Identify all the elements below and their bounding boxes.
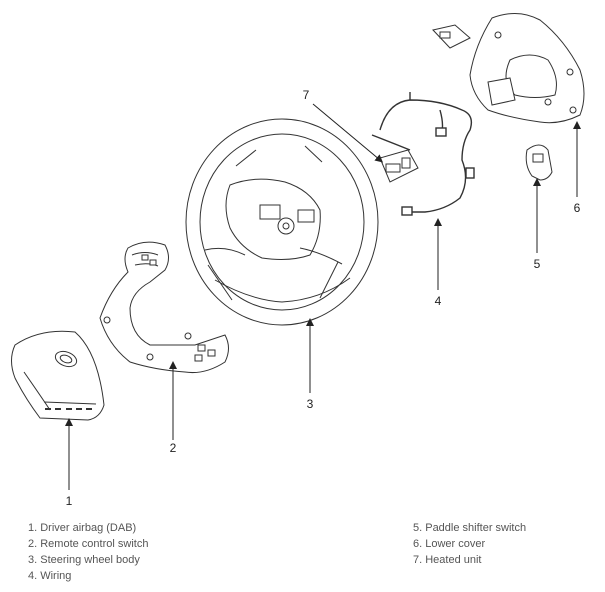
wiring-part <box>371 92 475 216</box>
legend-item: 5. Paddle shifter switch <box>413 522 527 534</box>
legend-item: 6. Lower cover <box>413 538 486 550</box>
callout-4: 4 <box>435 294 442 308</box>
legend-right: 5. Paddle shifter switch 6. Lower cover … <box>413 520 526 568</box>
legend-item: 1. Driver airbag (DAB) <box>28 522 137 534</box>
callout-1: 1 <box>66 494 73 508</box>
remote-control-switch-part <box>99 241 229 373</box>
steering-wheel-body-part <box>185 118 379 326</box>
callout-6: 6 <box>574 201 581 215</box>
legend-item: 4. Wiring <box>28 570 72 582</box>
legend-item: 3. Steering wheel body <box>28 554 140 566</box>
heated-unit-part <box>379 149 419 183</box>
callout-3: 3 <box>307 397 314 411</box>
legend-item: 2. Remote control switch <box>28 538 149 550</box>
legend-item: 7. Heated unit <box>413 554 482 566</box>
callout-7: 7 <box>303 88 310 102</box>
paddle-shifter-switch-part <box>525 144 553 181</box>
leader-lines <box>65 103 581 490</box>
paddle-part-top <box>432 24 471 49</box>
callout-2: 2 <box>170 441 177 455</box>
leader-line-7 <box>312 103 384 163</box>
lower-cover-part <box>469 13 585 124</box>
driver-airbag-part <box>11 330 105 421</box>
callout-5: 5 <box>534 257 541 271</box>
legend-left: 1. Driver airbag (DAB) 2. Remote control… <box>28 520 148 584</box>
